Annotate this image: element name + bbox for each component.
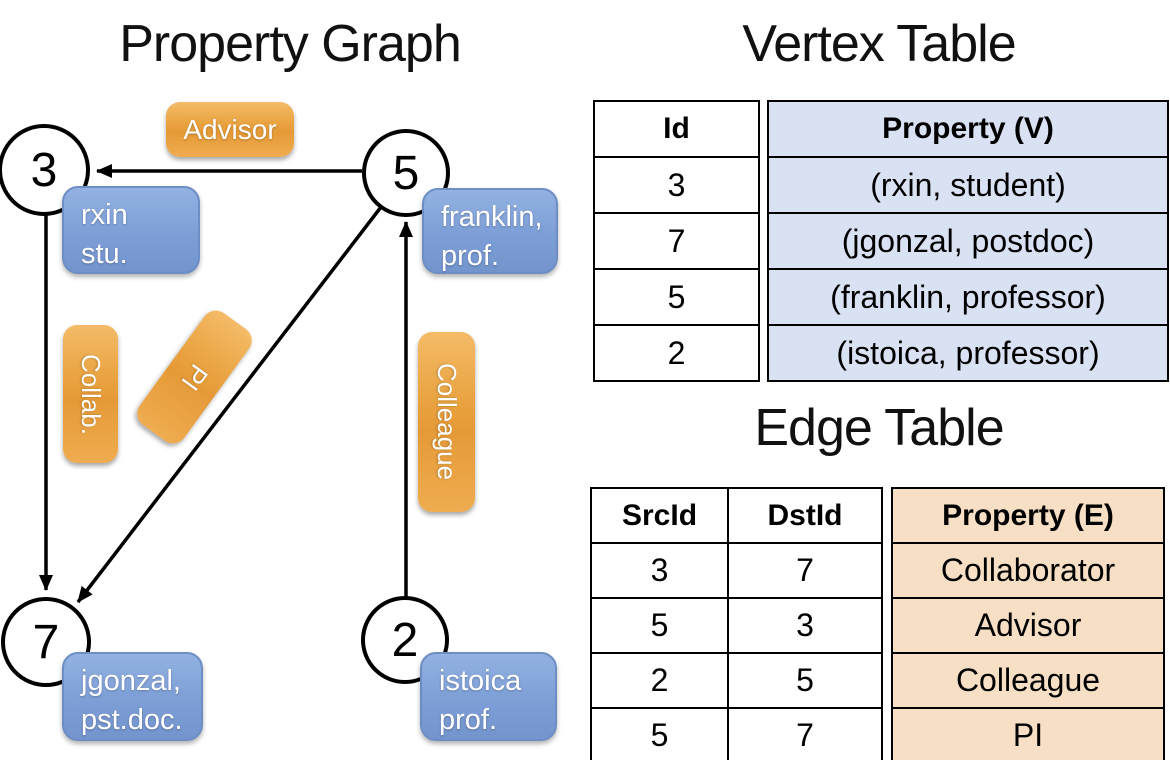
edge-table-dst-cell: 7 [796, 552, 814, 588]
edge-table-dst-header: DstId [767, 498, 843, 532]
vertex-property-box-7: jgonzal, pst.doc. [62, 652, 203, 741]
vertex-node-7-id: 7 [32, 615, 60, 669]
edge-label-colleague: Colleague [418, 332, 475, 512]
edge-table-title: Edge Table [754, 399, 1004, 457]
edge-table-dst-cell: 3 [796, 607, 814, 643]
edge-table-header-row: SrcId DstId [592, 489, 881, 542]
edge-label-advisor-text: Advisor [183, 113, 277, 145]
edge-table-property-cell: Collaborator [893, 542, 1163, 597]
edge-table-property-cell: Advisor [893, 597, 1163, 652]
vertex-table-id-cell: 2 [595, 324, 758, 380]
vertex-table-id-cell: 5 [595, 268, 758, 324]
vertex-node-2-id: 2 [391, 613, 419, 667]
vertex-property-5-line1: franklin, [441, 201, 543, 233]
vertex-property-3-line2: stu. [81, 238, 128, 271]
vertex-property-5-line2: prof. [441, 240, 500, 273]
vertex-table-id-cell: 3 [595, 156, 758, 212]
vertex-table-title: Vertex Table [742, 15, 1016, 73]
vertex-table-id-cell: 7 [595, 212, 758, 268]
vertex-table: Id 3 7 5 2 Property (V) (rxin, student) … [593, 100, 1169, 382]
edge-label-advisor: Advisor [166, 102, 294, 157]
edge-label-collab-text: Collab. [76, 353, 106, 435]
vertex-table-id-header: Id [663, 112, 690, 145]
vertex-node-5-id: 5 [392, 146, 420, 200]
edge-table-row: 2 5 [592, 652, 881, 707]
edge-table-srcdst-column: SrcId DstId 3 7 5 3 2 5 5 7 [590, 487, 883, 760]
edge-label-colleague-text: Colleague [432, 363, 462, 481]
vertex-table-id-column: Id 3 7 5 2 [593, 100, 760, 382]
vertex-table-property-cell: (jgonzal, postdoc) [769, 212, 1167, 268]
edge-table-src-cell: 5 [592, 709, 729, 760]
edge-table-property-column: Property (E) Collaborator Advisor Collea… [891, 487, 1165, 760]
graph-edges [39, 164, 413, 604]
edge-table-src-cell: 3 [592, 544, 729, 597]
vertex-property-7-line2: pst.doc. [81, 704, 183, 737]
edge-table: SrcId DstId 3 7 5 3 2 5 5 7 Property (E)… [590, 487, 1165, 760]
vertex-table-property-cell: (franklin, professor) [769, 268, 1167, 324]
edge-table-row: 5 7 [592, 707, 881, 760]
vertex-property-2-line2: prof. [439, 704, 498, 737]
edge-table-property-cell: Colleague [893, 652, 1163, 707]
vertex-property-7-line1: jgonzal, [81, 665, 181, 697]
vertex-table-property-cell: (istoica, professor) [769, 324, 1167, 380]
edge-table-src-cell: 2 [592, 654, 729, 707]
vertex-property-box-5: franklin, prof. [422, 188, 558, 274]
vertex-property-box-3: rxin stu. [62, 186, 200, 274]
vertex-table-property-column: Property (V) (rxin, student) (jgonzal, p… [767, 100, 1169, 382]
vertex-table-property-cell: (rxin, student) [769, 156, 1167, 212]
vertex-property-box-2: istoica prof. [420, 652, 557, 741]
vertex-node-3-id: 3 [30, 143, 58, 197]
edge-label-pi-text: PI [175, 358, 215, 397]
edge-table-row: 5 3 [592, 597, 881, 652]
edge-label-collab: Collab. [63, 325, 118, 463]
edge-table-property-header: Property (E) [942, 498, 1114, 532]
property-graph-title: Property Graph [119, 15, 462, 73]
edge-table-dst-cell: 7 [796, 717, 814, 753]
vertex-table-property-header: Property (V) [882, 112, 1054, 145]
edge-table-property-cell: PI [893, 707, 1163, 760]
edge-table-src-cell: 5 [592, 599, 729, 652]
edge-table-src-header: SrcId [592, 489, 729, 542]
vertex-property-2-line1: istoica [439, 665, 522, 697]
vertex-node-2: 2 [361, 596, 449, 684]
edge-table-dst-cell: 5 [796, 662, 814, 698]
vertex-property-3-line1: rxin [81, 199, 128, 231]
edge-5-to-7-line [76, 205, 383, 604]
edge-table-row: 3 7 [592, 542, 881, 597]
